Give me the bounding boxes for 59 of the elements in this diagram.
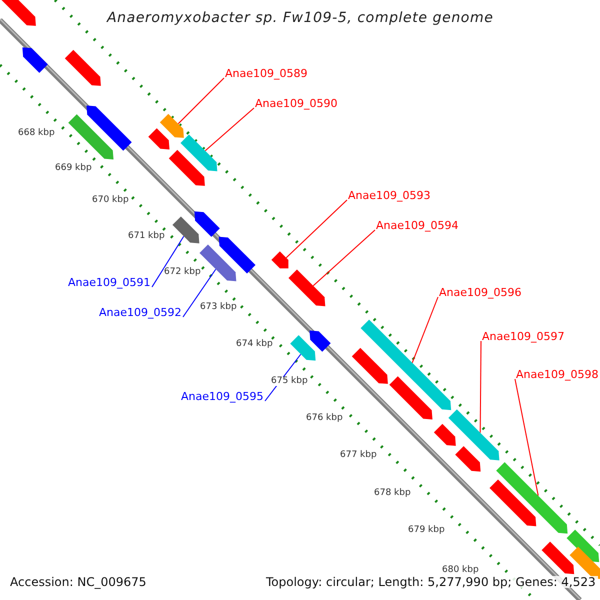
gene-feature: [172, 216, 200, 244]
gene-feature: [86, 106, 132, 151]
gene-feature: [64, 50, 101, 86]
gene-feature: [490, 480, 536, 526]
scale-label: 677 kbp: [340, 451, 377, 460]
gene-feature: [290, 335, 316, 361]
gene-label: Anae109_0598: [516, 369, 598, 380]
leader-line: [312, 230, 376, 286]
gene-feature: [288, 270, 326, 306]
gene-feature: [22, 47, 48, 73]
leader-line: [178, 78, 224, 124]
gene-feature: [194, 211, 220, 237]
gene-feature: [360, 320, 452, 410]
leader-line: [182, 268, 216, 318]
leader-line: [286, 200, 348, 258]
scale-label: 672 kbp: [164, 268, 201, 277]
gene-feature: [352, 348, 388, 384]
gene-feature: [200, 244, 236, 282]
scale-label: 676 kbp: [306, 414, 343, 423]
leader-line: [152, 236, 184, 288]
scale-label: 673 kbp: [200, 303, 237, 312]
gene-label: Anae109_0593: [348, 190, 430, 201]
gene-feature: [218, 236, 256, 274]
scale-label: 668 kbp: [18, 129, 55, 138]
scale-label: 679 kbp: [408, 526, 445, 535]
gene-feature: [68, 114, 114, 160]
gene-feature: [0, 0, 36, 26]
gene-feature: [434, 424, 456, 446]
gene-label: Anae109_0592: [99, 307, 182, 318]
gene-feature: [455, 446, 481, 472]
scale-label: 670 kbp: [92, 196, 129, 205]
scale-label: 675 kbp: [271, 377, 308, 386]
gene-label: Anae109_0591: [68, 277, 150, 288]
gene-feature: [310, 330, 331, 352]
gene-label: Anae109_0596: [439, 287, 522, 298]
gene-feature: [448, 409, 500, 460]
leader-line: [412, 296, 438, 364]
gene-label: Anae109_0594: [376, 220, 458, 231]
gene-label: Anae109_0595: [181, 391, 264, 402]
gene-feature: [160, 114, 184, 138]
gene-feature: [168, 150, 205, 186]
gene-label: Anae109_0590: [255, 98, 338, 109]
gene-feature: [180, 134, 218, 172]
leader-line: [480, 340, 482, 434]
gene-feature: [389, 376, 432, 420]
scale-label: 669 kbp: [55, 164, 92, 173]
genome-summary: Topology: circular; Length: 5,277,990 bp; Genes: 4,523: [264, 576, 598, 588]
leader-line: [204, 108, 254, 152]
gene-feature: [148, 128, 170, 150]
gene-feature: [271, 251, 288, 268]
gene-label: Anae109_0597: [482, 331, 564, 342]
gene-feature: [496, 462, 568, 534]
scale-label: 678 kbp: [374, 489, 411, 498]
gene-label: Anae109_0589: [225, 68, 308, 79]
accession-text: Accession: NC_009675: [10, 576, 146, 588]
scale-label: 674 kbp: [236, 340, 273, 349]
leader-line: [514, 378, 539, 496]
title: Anaeromyxobacter sp. Fw109-5, complete genome: [107, 11, 494, 25]
scale-label: 680 kbp: [442, 566, 479, 575]
